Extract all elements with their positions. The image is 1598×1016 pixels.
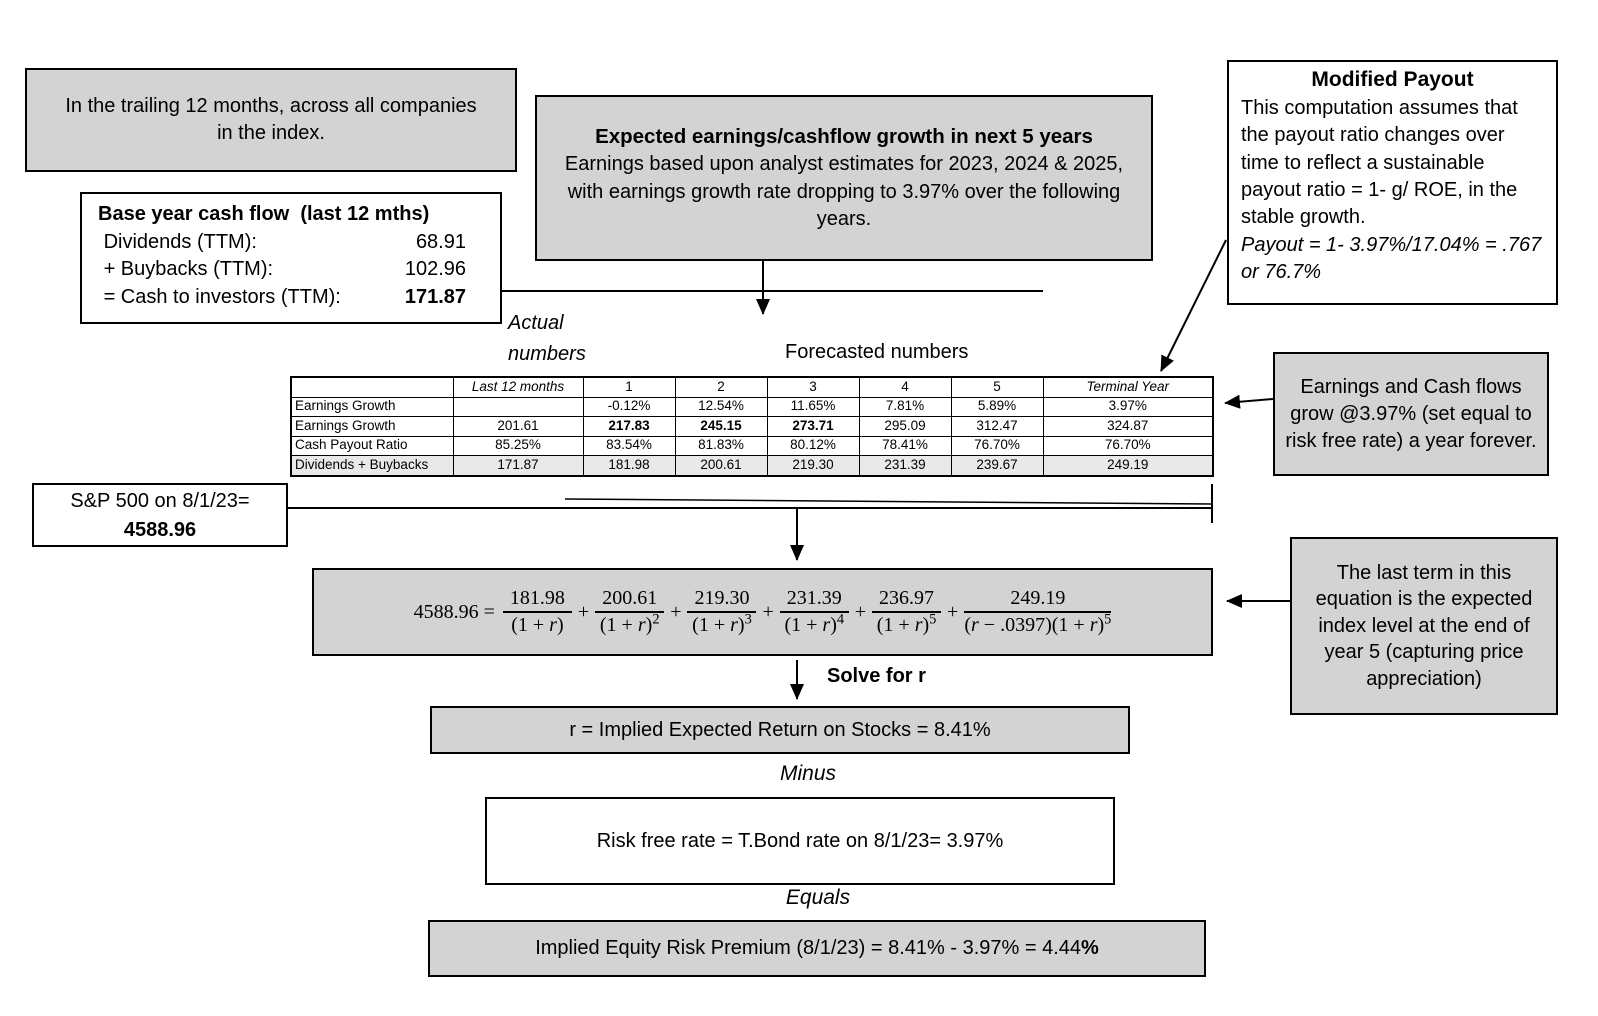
- table-header-row: Last 12 months 1 2 3 4 5 Terminal Year: [290, 376, 1214, 398]
- modified-payout-body: This computation assumes that the payout…: [1241, 96, 1518, 229]
- modified-payout-title: Modified Payout: [1311, 68, 1474, 91]
- label-forecasted-numbers: Forecasted numbers: [785, 341, 969, 363]
- buybacks-label: + Buybacks (TTM):: [98, 258, 274, 281]
- risk-free-text: Risk free rate = T.Bond rate on 8/1/23= …: [596, 829, 1004, 852]
- plus-sign: +: [670, 600, 682, 623]
- last-term-text: The last term in this equation is the ex…: [1315, 561, 1533, 690]
- box-expected-growth: Expected earnings/cashflow growth in nex…: [535, 95, 1153, 261]
- note-last-term: The last term in this equation is the ex…: [1290, 537, 1558, 715]
- box-risk-free-rate: Risk free rate = T.Bond rate on 8/1/23= …: [485, 797, 1115, 885]
- equation-term-3: 219.30 (1 + r)3: [687, 588, 757, 636]
- note-growth-forever: Earnings and Cash flows grow @3.97% (set…: [1273, 352, 1549, 476]
- box-sp500-level: S&P 500 on 8/1/23= 4588.96: [32, 483, 288, 547]
- buybacks-value: 102.96: [404, 258, 466, 281]
- header-year-3: 3: [766, 376, 860, 398]
- base-year-row-cash-to-investors: = Cash to investors (TTM): 171.87: [98, 284, 484, 312]
- table-row-earnings-growth-pct: Earnings Growth -0.12% 12.54% 11.65% 7.8…: [290, 396, 1214, 417]
- equation-term-terminal: 249.19 (r − .0397)(1 + r)5: [964, 587, 1112, 636]
- header-year-5: 5: [950, 376, 1044, 398]
- header-year-1: 1: [582, 376, 676, 398]
- header-last-12-months: Last 12 months: [452, 376, 584, 398]
- arrow-payout-to-terminal: [1160, 239, 1227, 372]
- header-terminal-year: Terminal Year: [1042, 376, 1214, 398]
- note-trailing-text: In the trailing 12 months, across all co…: [65, 95, 477, 144]
- cash-to-investors-label: = Cash to investors (TTM):: [98, 285, 341, 308]
- expected-growth-body: Earnings based upon analyst estimates fo…: [564, 153, 1124, 231]
- plus-sign: +: [854, 600, 867, 623]
- label-actual-numbers: Actual numbers: [508, 312, 586, 365]
- modified-payout-formula: Payout = 1- 3.97%/17.04% = .767 or 76.7%: [1241, 233, 1542, 284]
- header-year-4: 4: [858, 376, 952, 398]
- cash-to-investors-value: 171.87: [404, 285, 466, 308]
- equation-lhs: 4588.96 =: [413, 600, 495, 623]
- table-row-earnings-level: Earnings Growth 201.61 217.83 245.15 273…: [290, 416, 1214, 437]
- table-row-dividends-buybacks: Dividends + Buybacks 171.87 181.98 200.6…: [290, 455, 1214, 476]
- implied-erp-bold-suffix: %: [1081, 937, 1099, 959]
- table-row-cash-payout-ratio: Cash Payout Ratio 85.25% 83.54% 81.83% 8…: [290, 435, 1214, 456]
- equation-term-4: 231.39 (1 + r)4: [779, 588, 849, 636]
- implied-return-text: r = Implied Expected Return on Stocks = …: [569, 718, 991, 741]
- expected-growth-title: Expected earnings/cashflow growth in nex…: [595, 125, 1093, 148]
- box-base-year-cash-flow: Base year cash flow (last 12 mths) Divid…: [80, 192, 502, 324]
- label-equals: Equals: [785, 886, 851, 909]
- header-blank: [290, 376, 454, 398]
- line-table-underline: [564, 498, 1213, 505]
- header-year-2: 2: [674, 376, 768, 398]
- base-year-row-dividends: Dividends (TTM): 68.91: [98, 229, 484, 257]
- cashflow-table: Last 12 months 1 2 3 4 5 Terminal Year E…: [290, 376, 1214, 477]
- label-minus: Minus: [779, 762, 837, 785]
- dividends-value: 68.91: [415, 230, 466, 253]
- equation-term-5: 236.97 (1 + r)5: [872, 588, 942, 636]
- base-year-title: Base year cash flow (last 12 mths): [98, 203, 430, 225]
- base-year-row-buybacks: + Buybacks (TTM): 102.96: [98, 256, 484, 284]
- sp500-value: 4588.96: [123, 519, 197, 541]
- box-implied-return: r = Implied Expected Return on Stocks = …: [430, 706, 1130, 754]
- plus-sign: +: [947, 600, 959, 623]
- plus-sign: +: [577, 600, 590, 623]
- label-solve-for-r: Solve for r: [827, 665, 926, 687]
- implied-erp-text: Implied Equity Risk Premium (8/1/23) = 8…: [535, 937, 1081, 959]
- plus-sign: +: [762, 600, 774, 623]
- box-valuation-equation: 4588.96 = 181.98 (1 + r) + 200.61 (1 + r…: [312, 568, 1213, 656]
- arrow-growthbox-to-table: [1224, 394, 1274, 409]
- sp500-label: S&P 500 on 8/1/23=: [70, 490, 250, 512]
- note-trailing-12-months: In the trailing 12 months, across all co…: [25, 68, 517, 172]
- dividends-label: Dividends (TTM):: [98, 230, 257, 253]
- box-modified-payout: Modified Payout This computation assumes…: [1227, 60, 1558, 305]
- equation-term-2: 200.61 (1 + r)2: [595, 588, 665, 636]
- growth-forever-text: Earnings and Cash flows grow @3.97% (set…: [1285, 375, 1537, 452]
- box-implied-erp-result: Implied Equity Risk Premium (8/1/23) = 8…: [428, 920, 1206, 977]
- equation-term-1: 181.98 (1 + r): [502, 588, 572, 636]
